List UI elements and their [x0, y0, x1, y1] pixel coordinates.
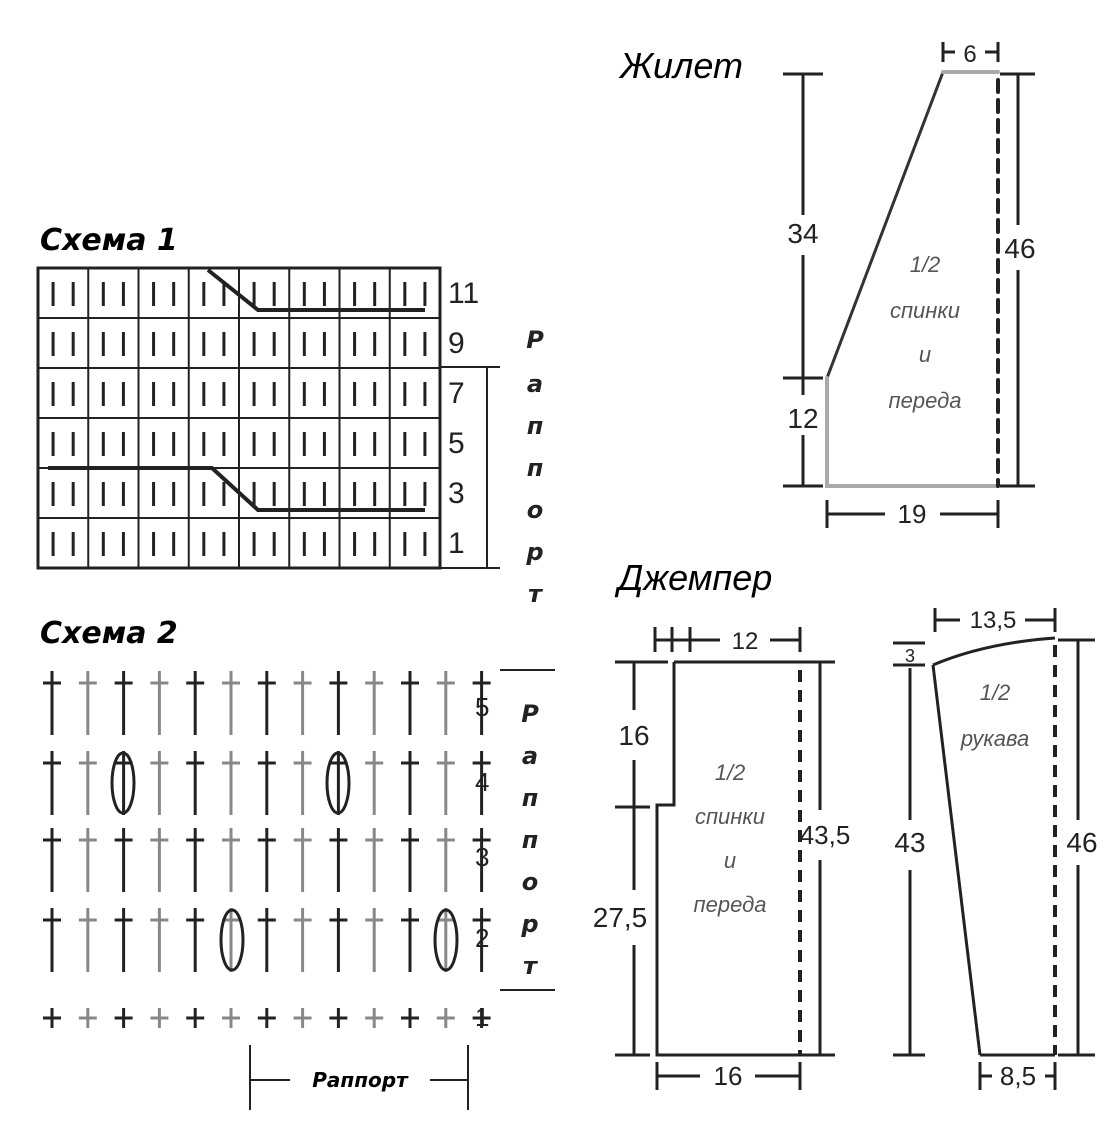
- svg-text:1/2: 1/2: [910, 252, 941, 277]
- jumper-title: Джемпер: [614, 557, 772, 598]
- scheme1-rapport-label: Р а п п о р т: [525, 326, 544, 608]
- svg-text:16: 16: [618, 720, 649, 751]
- svg-text:о: о: [527, 496, 544, 524]
- s1-row-3: 3: [448, 477, 465, 510]
- svg-text:43,5: 43,5: [800, 820, 851, 850]
- svg-text:13,5: 13,5: [970, 607, 1017, 634]
- s1-row-11: 11: [448, 277, 479, 310]
- jumper-sleeve-pattern: [931, 636, 1057, 1057]
- jumper-sleeve-piece-label: 1/2 рукава: [960, 680, 1029, 751]
- scheme2-rapport-bracket-horizontal: [249, 1045, 469, 1110]
- svg-text:2: 2: [475, 923, 489, 953]
- vest-dimension-lines: [783, 42, 1035, 528]
- svg-text:п: п: [522, 784, 539, 812]
- s1-row-7: 7: [448, 377, 465, 410]
- scheme1-rapport-bracket: [440, 366, 500, 569]
- svg-text:3: 3: [475, 842, 489, 872]
- jumper-body-pattern: [655, 660, 802, 1057]
- svg-text:рукава: рукава: [960, 726, 1029, 751]
- vest-pattern: [825, 70, 1000, 488]
- svg-text:5: 5: [475, 692, 489, 722]
- svg-text:1/2: 1/2: [980, 680, 1011, 705]
- svg-text:1: 1: [475, 1002, 489, 1032]
- scheme1-title: Схема 1: [40, 223, 178, 258]
- svg-text:и: и: [919, 342, 931, 367]
- s1-row-9: 9: [448, 327, 465, 360]
- scheme2-title: Схема 2: [40, 616, 178, 651]
- svg-text:34: 34: [787, 218, 818, 249]
- scheme2-rapport-bracket-vertical: [500, 669, 555, 991]
- scheme2-row-numbers: 5 4 3 2 1: [475, 692, 489, 1032]
- s1-row-5: 5: [448, 427, 465, 460]
- svg-text:р: р: [520, 910, 538, 938]
- scheme1-stitch-symbols: [51, 282, 427, 556]
- svg-text:а: а: [522, 742, 538, 770]
- vest-title: Жилет: [618, 45, 743, 86]
- jumper-body-piece-label: 1/2 спинки и переда: [694, 760, 767, 917]
- svg-text:п: п: [527, 412, 544, 440]
- svg-text:п: п: [527, 454, 544, 482]
- scheme1-grid: [36, 266, 442, 570]
- svg-text:8,5: 8,5: [1000, 1061, 1036, 1091]
- svg-text:4: 4: [475, 767, 489, 797]
- s1-row-1: 1: [448, 527, 465, 560]
- scheme2-ovals: [110, 751, 459, 972]
- scheme2-rapport-label: Р а п п о р т: [520, 700, 539, 980]
- svg-text:43: 43: [894, 827, 925, 858]
- vest-dimension-values: 6 34 12 46 19: [787, 41, 1035, 529]
- vest-piece-label: 1/2 спинки и переда: [889, 252, 962, 413]
- jumper-body-dimension-lines: [615, 627, 835, 1090]
- svg-text:19: 19: [898, 499, 927, 529]
- scheme2-rapport-horizontal: Раппорт: [312, 1068, 409, 1092]
- svg-text:а: а: [527, 370, 543, 398]
- svg-text:переда: переда: [889, 388, 962, 413]
- svg-text:т: т: [523, 952, 539, 980]
- svg-text:27,5: 27,5: [593, 902, 648, 933]
- svg-text:3: 3: [905, 646, 915, 666]
- svg-text:спинки: спинки: [695, 804, 765, 829]
- svg-text:16: 16: [714, 1061, 743, 1091]
- scheme2-stitch-symbols: [43, 671, 491, 1028]
- svg-text:46: 46: [1004, 233, 1035, 264]
- svg-text:12: 12: [732, 628, 759, 655]
- scheme1-row-numbers: 11 9 7 5 3 1: [448, 277, 479, 560]
- svg-text:Р: Р: [526, 326, 544, 354]
- svg-text:6: 6: [963, 41, 976, 68]
- svg-text:12: 12: [787, 403, 818, 434]
- svg-text:и: и: [724, 848, 736, 873]
- svg-text:п: п: [522, 826, 539, 854]
- jumper-body-dimension-values: 12 16 27,5 43,5 16: [593, 628, 851, 1091]
- svg-text:переда: переда: [694, 892, 767, 917]
- jumper-sleeve-dimension-lines: [893, 608, 1095, 1090]
- svg-text:о: о: [522, 868, 539, 896]
- svg-text:спинки: спинки: [890, 298, 960, 323]
- svg-text:46: 46: [1066, 827, 1097, 858]
- svg-text:т: т: [528, 580, 544, 608]
- svg-text:1/2: 1/2: [715, 760, 746, 785]
- svg-text:р: р: [525, 538, 543, 566]
- jumper-sleeve-dimension-values: 13,5 3 43 46 8,5: [894, 607, 1097, 1091]
- svg-text:Р: Р: [521, 700, 539, 728]
